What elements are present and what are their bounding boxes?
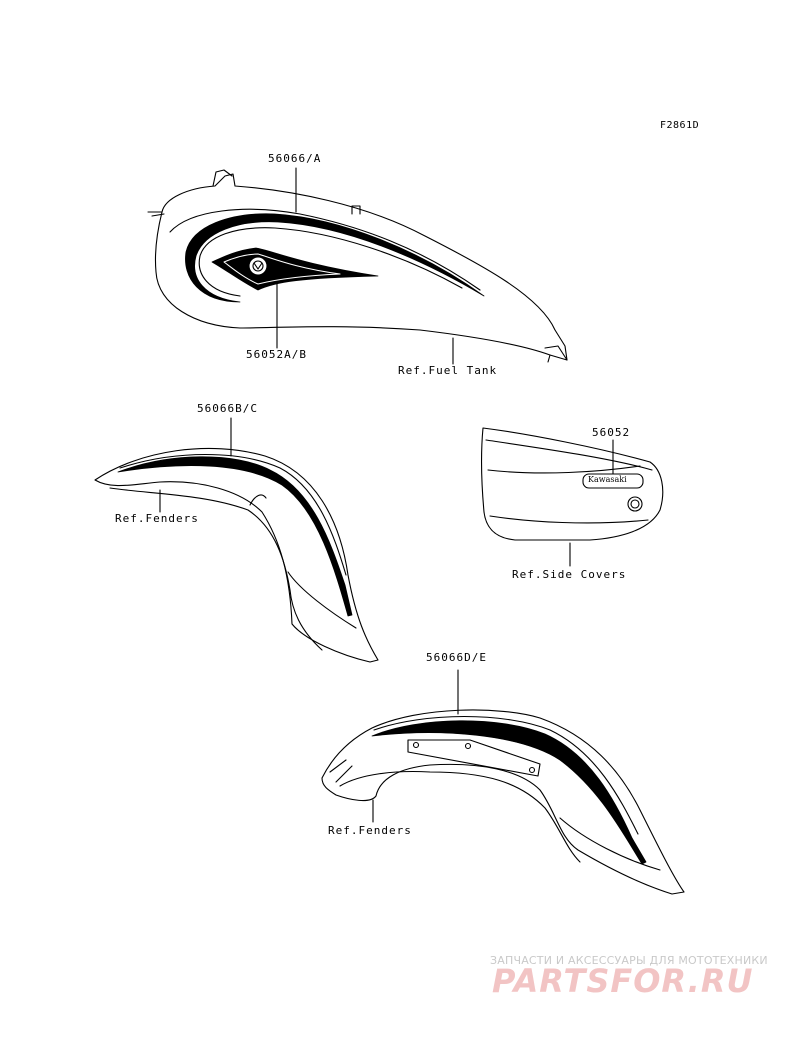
fuel-tank-mount: [351, 205, 361, 215]
tank-emblem-diamond-inner: [223, 253, 341, 285]
fuel-tank-bracket: [147, 211, 165, 217]
callout-ref-side-covers: Ref.Side Covers: [512, 568, 627, 581]
rear-fender-outline: [321, 709, 685, 895]
rear-fender-drawing: [321, 669, 685, 895]
fuel-tank-fitting: [212, 169, 233, 187]
fuel-tank-drawing: [147, 167, 568, 365]
front-fender-outline: [94, 447, 379, 663]
figure-code: F2861D: [660, 120, 700, 131]
side-cover-outline: [480, 427, 664, 541]
tank-emblem-medallion: [248, 256, 268, 276]
tank-emblem-medallion-inner: [252, 260, 264, 272]
callout-ref-fenders-rear: Ref.Fenders: [328, 824, 412, 837]
callout-56066DE: 56066D/E: [426, 651, 487, 664]
mount-hole-1: [412, 741, 420, 749]
fender-stripe-inner: [119, 454, 347, 576]
rear-fender-mount-plate: [407, 739, 541, 777]
rear-fender-front-edge: [329, 759, 353, 783]
watermark-logo: PARTSFOR.RU: [492, 962, 753, 1000]
fuel-tank-rear-tip: [544, 345, 568, 363]
tank-stripe-56066: [185, 213, 485, 303]
side-cover-emblem-text: Kawasaki: [588, 475, 627, 484]
mount-hole-3: [528, 766, 536, 774]
tank-emblem-v-mark: [253, 262, 263, 270]
side-cover-grommet-inner: [630, 499, 640, 509]
side-cover-ridge: [487, 465, 641, 474]
fender-stripe-rear-inner: [373, 715, 639, 835]
side-cover-drawing: [480, 427, 664, 567]
tank-stripe-inner-line: [198, 227, 463, 297]
callout-56052AB: 56052A/B: [246, 348, 307, 361]
mount-hole-2: [464, 742, 472, 750]
fender-stripe-56066BC: [117, 456, 353, 617]
front-fender-lower-edge: [109, 487, 323, 651]
rear-fender-lower-edge: [339, 770, 581, 863]
rear-fender-inner-fold: [559, 817, 661, 871]
fuel-tank-panel: [169, 208, 481, 291]
callout-ref-fuel-tank: Ref.Fuel Tank: [398, 364, 498, 377]
watermark-tagline: ЗАПЧАСТИ И АКСЕССУАРЫ ДЛЯ МОТОТЕХНИКИ: [490, 954, 768, 967]
callout-56052: 56052: [592, 426, 631, 439]
callout-56066A: 56066/A: [268, 152, 322, 165]
tank-emblem-diamond: [211, 247, 379, 291]
side-cover-bottom-rim: [489, 515, 649, 524]
side-cover-top-edge: [485, 439, 653, 471]
front-fender-bracket: [249, 494, 267, 506]
front-fender-drawing: [94, 417, 379, 663]
front-fender-inner-fold: [287, 571, 357, 629]
fuel-tank-outline: [154, 173, 568, 361]
side-cover-grommet: [627, 496, 643, 512]
callout-ref-fenders-front: Ref.Fenders: [115, 512, 199, 525]
callout-56066BC: 56066B/C: [197, 402, 258, 415]
fender-stripe-56066DE: [371, 720, 647, 865]
